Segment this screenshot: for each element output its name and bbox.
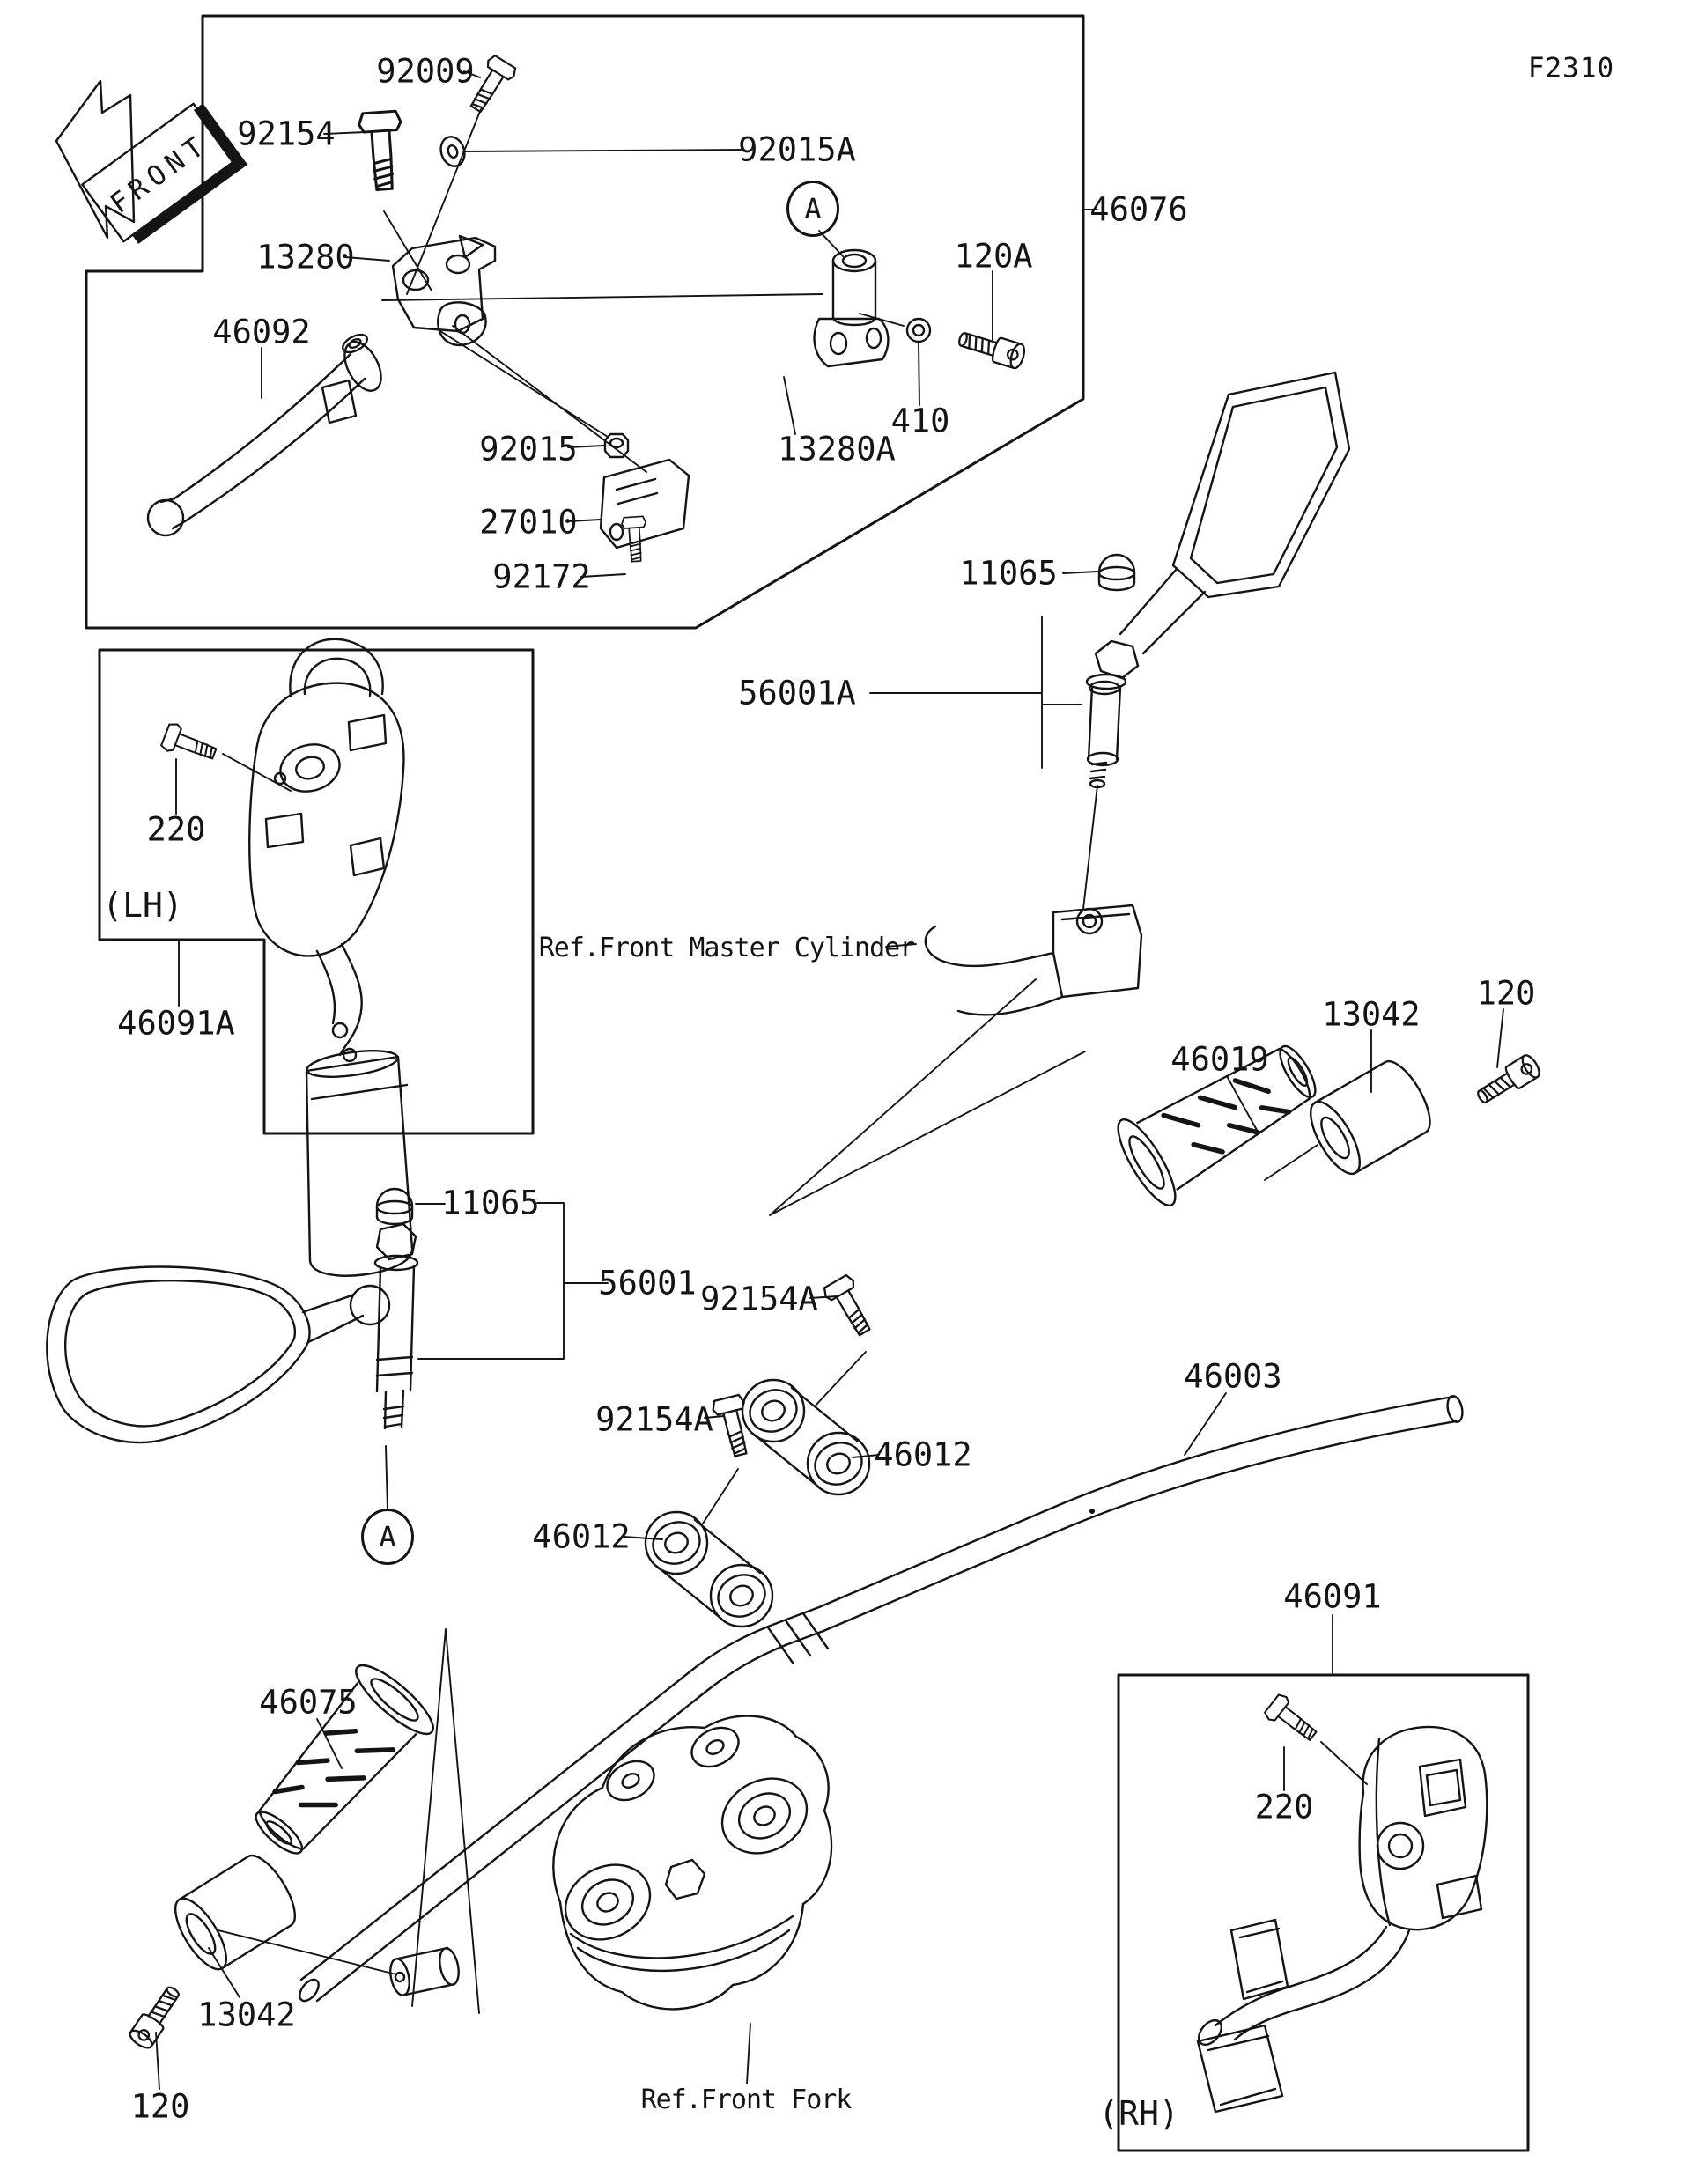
riser-clamp-upper (741, 1378, 871, 1496)
nut-92015 (603, 432, 630, 459)
callout-220: 220 (146, 810, 206, 849)
cap-11065-bottom (375, 1187, 414, 1226)
callout-11065: 11065 (959, 554, 1058, 593)
switch-housing-rh (1196, 1691, 1488, 2114)
callout-92154a: 92154A (595, 1400, 713, 1439)
callout-56001a: 56001A (738, 674, 856, 712)
callout-46091a: 46091A (117, 1004, 235, 1043)
bar-weight-13042-right (1300, 1052, 1441, 1183)
callout-27010: 27010 (479, 503, 578, 542)
callout-46076: 46076 (1089, 190, 1188, 229)
oring-410 (905, 317, 932, 343)
screw-220-lh (159, 720, 221, 768)
group-box-lh (98, 648, 535, 1135)
bolt-92154 (357, 109, 407, 192)
switch-housing-lh (159, 638, 414, 1277)
callout-92009: 92009 (376, 52, 475, 91)
callout-13042: 13042 (197, 1996, 296, 2034)
leader-lines (155, 70, 1504, 2090)
callout-13280: 13280 (256, 238, 355, 277)
bolt-120-right (1472, 1051, 1544, 1110)
callout-11065: 11065 (441, 1184, 540, 1222)
fork-upper-clamp-ref (552, 1715, 833, 2011)
mirror-right (1085, 371, 1351, 789)
mirror-left (46, 1187, 419, 1444)
group-box-top (85, 14, 1085, 630)
callout-lh: (LH) (102, 886, 183, 925)
callout-120: 120 (130, 2087, 190, 2126)
callout-46075: 46075 (259, 1683, 358, 1722)
callout-ref-front-fork: Ref.Front Fork (640, 2084, 853, 2115)
brake-switch-27010 (599, 458, 690, 550)
callout-rh: (RH) (1098, 2094, 1179, 2133)
callout-120: 120 (1476, 974, 1536, 1013)
bolt-120a (955, 325, 1028, 372)
riser-clamp-lower (644, 1510, 774, 1628)
callout-120a: 120A (954, 237, 1033, 276)
callout-46003: 46003 (1184, 1357, 1282, 1396)
group-box-rh (1117, 1673, 1530, 2152)
callout-13280a: 13280A (778, 430, 896, 469)
callout-220: 220 (1254, 1788, 1314, 1826)
brake-lever-46092 (146, 333, 382, 537)
callout-46012: 46012 (874, 1435, 972, 1474)
bolt-92154a-lower (710, 1392, 757, 1460)
clamp-holder-13280a (813, 248, 890, 368)
callout-ref-front-master-cylinder: Ref.Front Master Cylinder (538, 933, 916, 963)
front-sign-label: FRONT (105, 128, 215, 220)
callout-f2310: F2310 (1527, 52, 1615, 85)
bolt-92154a-upper (820, 1273, 880, 1341)
bar-weight-13042-left (165, 1847, 306, 1978)
callout-46012: 46012 (532, 1517, 631, 1556)
callout-56001: 56001 (598, 1264, 697, 1302)
callout-13042: 13042 (1322, 995, 1421, 1034)
handlebar-46003 (299, 1395, 1464, 2003)
view-marker-a: A (361, 1509, 414, 1565)
callout-92015: 92015 (479, 430, 578, 469)
master-cylinder-ref (924, 904, 1143, 1016)
view-marker-a: A (786, 181, 839, 237)
callout-92154: 92154 (237, 114, 336, 153)
callout-92154a: 92154A (700, 1280, 818, 1318)
callout-92172: 92172 (492, 557, 591, 596)
cap-11065-top (1097, 553, 1136, 592)
front-sign: FRONT (55, 79, 247, 244)
callout-46091: 46091 (1283, 1577, 1382, 1616)
wedge-left (411, 1628, 480, 2014)
screw-220-rh (1261, 1691, 1323, 1748)
wedge-right (769, 978, 1086, 1216)
callout-46092: 46092 (212, 313, 311, 351)
callout-92015a: 92015A (738, 130, 856, 169)
callout-410: 410 (890, 402, 950, 440)
callout-46019: 46019 (1170, 1040, 1269, 1079)
